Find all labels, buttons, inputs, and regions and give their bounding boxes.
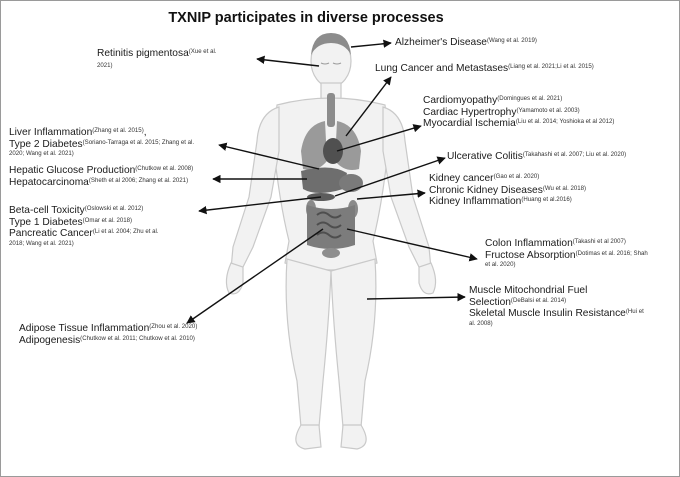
- adipogenesis: Adipogenesis: [19, 334, 81, 346]
- muscle-selection: Selection: [469, 296, 511, 308]
- cardiomyopathy-citation: (Domingues et al. 2021): [497, 95, 563, 102]
- muscle-fuel: Muscle Mitochondrial Fuel: [469, 285, 588, 296]
- arrow-adipose: [186, 228, 324, 324]
- type1-diabetes-citation: (Omar et al. 2018): [82, 216, 133, 224]
- muscle-insulin-citation: (Hui et: [625, 308, 644, 316]
- colitis-name: Ulcerative Colitis: [447, 151, 523, 162]
- liver-comma: ,: [143, 127, 147, 138]
- liver-inflammation: Liver Inflammation: [9, 127, 93, 138]
- label-colon: Colon Inflammation(Takashi et al 2007) F…: [485, 238, 648, 269]
- label-liver-inflammation: Liver Inflammation(Zhang et al. 2015), T…: [9, 127, 194, 158]
- arrow-alzheimer: [350, 39, 392, 48]
- label-hepatic: Hepatic Glucose Production(Chutkow et al…: [9, 165, 193, 188]
- muscle-selection-citation: (DeBalsi et al. 2014): [510, 296, 567, 304]
- cardiac-hypertrophy-citation: (Yamamoto et al. 2003): [516, 106, 580, 114]
- colitis-citation: (Takahashi et al. 2007; Liu et al. 2020): [522, 151, 627, 158]
- arrow-colon: [346, 228, 478, 262]
- colon-inflammation-citation: (Takashi et al 2007): [572, 238, 626, 245]
- arrow-lung: [345, 76, 392, 137]
- cardiac-hypertrophy: Cardiac Hypertrophy: [423, 106, 517, 118]
- muscle-insulin: Skeletal Muscle Insulin Resistance: [469, 308, 626, 320]
- figure-title: TXNIP participates in diverse processes: [168, 10, 444, 26]
- arrow-retinitis: [256, 55, 320, 67]
- arrow-colitis: [334, 156, 446, 197]
- lung-citation: (Liang et al. 2021;Li et al. 2015): [508, 63, 594, 70]
- arrow-liver: [218, 142, 320, 170]
- retinitis-citation-cont: 2021): [97, 61, 113, 69]
- type1-diabetes: Type 1 Diabetes: [9, 216, 83, 228]
- hepatocarcinoma-citation: (Sheth et al 2006; Zhang et al. 2021): [88, 176, 189, 184]
- myocardial-ischemia-citation: (Liu et al. 2014; Yoshioka et al 2012): [515, 118, 615, 126]
- arrow-beta: [198, 196, 322, 215]
- beta-cell-citation: (Oslowski et al. 2012): [84, 205, 144, 212]
- colon-inflammation: Colon Inflammation: [485, 238, 573, 249]
- arrows: [186, 39, 478, 324]
- beta-cell-toxicity: Beta-cell Toxicity: [9, 205, 85, 216]
- label-retinitis-pigmentosa: Retinitis pigmentosa(Xue et al. 2021): [97, 48, 217, 70]
- label-muscle: Muscle Mitochondrial Fuel Selection(DeBa…: [469, 285, 644, 328]
- lung-name: Lung Cancer and Metastases: [375, 63, 509, 74]
- label-ulcerative-colitis: Ulcerative Colitis(Takahashi et al. 2007…: [447, 151, 626, 163]
- pancreatic-cancer: Pancreatic Cancer: [9, 228, 93, 240]
- arrow-muscle: [366, 292, 466, 302]
- adipogenesis-citation: (Chutkow et al. 2011; Chutkow et al. 201…: [80, 334, 195, 342]
- liver-inflammation-citation: (Zhang et al. 2015): [92, 127, 144, 134]
- chronic-kidney-citation: (Wu et al. 2018): [542, 184, 587, 192]
- organs: [301, 93, 363, 258]
- type2-diabetes-citation-cont: 2020; Wang et al. 2021): [9, 150, 74, 158]
- chronic-kidney: Chronic Kidney Diseases: [429, 184, 543, 196]
- label-beta-cell: Beta-cell Toxicity(Oslowski et al. 2012)…: [9, 205, 159, 248]
- hepatic-glucose-citation: (Chutkow et al. 2008): [135, 165, 194, 172]
- label-alzheimers: Alzheimer's Disease(Wang et al. 2019): [395, 37, 537, 49]
- kidney-inflammation-citation: (Huang et al.2016): [521, 196, 572, 204]
- hepatocarcinoma: Hepatocarcinoma: [9, 176, 89, 188]
- kidney-cancer: Kidney cancer: [429, 173, 494, 184]
- adipose-inflammation: Adipose Tissue Inflammation: [19, 323, 150, 334]
- alzheimer-name: Alzheimer's Disease: [395, 37, 487, 48]
- pancreatic-cancer-citation: (Li et al. 2004; Zhu et al.: [92, 228, 159, 236]
- muscle-insulin-citation-cont: al. 2008): [469, 319, 493, 327]
- retinitis-citation: (Xue et al.: [188, 48, 217, 55]
- retinitis-name: Retinitis pigmentosa: [97, 48, 189, 59]
- fructose-absorption-citation-cont: et al. 2020): [485, 261, 516, 269]
- adipose-inflammation-citation: (Zhou et al. 2020): [149, 323, 198, 330]
- hair: [311, 33, 351, 55]
- kidney-cancer-citation: (Gao et al. 2020): [493, 173, 540, 180]
- type2-diabetes: Type 2 Diabetes: [9, 138, 83, 150]
- myocardial-ischemia: Myocardial Ischemia: [423, 118, 516, 130]
- pancreatic-cancer-citation-cont: 2018; Wang et al. 2021): [9, 239, 74, 247]
- label-kidney: Kidney cancer(Gao et al. 2020) Chronic K…: [429, 173, 586, 208]
- label-adipose: Adipose Tissue Inflammation(Zhou et al. …: [19, 323, 197, 346]
- fructose-absorption-citation: (Dotimas et al. 2016; Shah: [575, 249, 648, 257]
- arrow-cardio: [336, 124, 422, 152]
- hepatic-glucose: Hepatic Glucose Production: [9, 165, 136, 176]
- label-lung-cancer: Lung Cancer and Metastases(Liang et al. …: [375, 63, 594, 75]
- alzheimer-citation: (Wang et al. 2019): [486, 37, 537, 44]
- cardiomyopathy: Cardiomyopathy: [423, 95, 498, 106]
- fructose-absorption: Fructose Absorption: [485, 249, 576, 261]
- type2-diabetes-citation: (Soriano-Tarraga et al. 2015; Zhang et a…: [82, 138, 195, 146]
- label-cardio: Cardiomyopathy(Domingues et al. 2021) Ca…: [423, 95, 614, 130]
- kidney-inflammation: Kidney Inflammation: [429, 196, 522, 208]
- arrow-kidney: [356, 189, 426, 200]
